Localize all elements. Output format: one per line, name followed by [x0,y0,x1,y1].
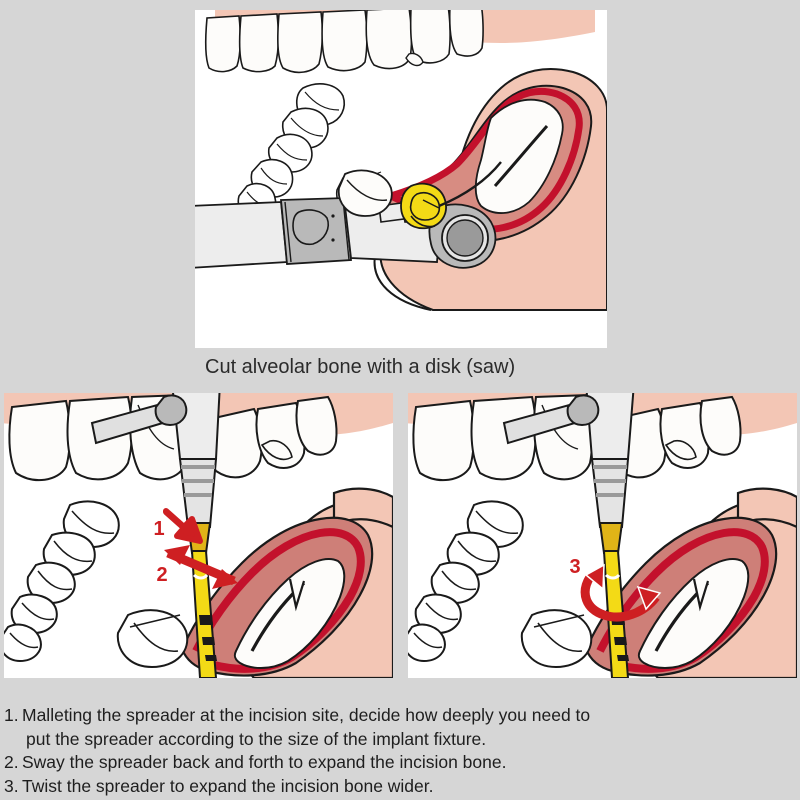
marker-arrow-1 [163,508,203,544]
step-text-2-line1: Sway the spreader back and forth to expa… [22,752,507,772]
step-item-1: 1.Malleting the spreader at the incision… [4,704,590,728]
step-text-1-line2: put the spreader according to the size o… [26,728,487,749]
step-number-3: 3. [4,775,19,796]
top-illustration-svg [195,10,607,348]
dental-handpiece-right [502,393,635,528]
lower-left-teeth-right-panel [408,500,593,669]
step-number-2: 2. [4,752,19,772]
upper-teeth [204,10,484,74]
step-text-1-line1: Malleting the spreader at the incision s… [22,705,591,725]
dental-handpiece-left [90,393,221,528]
panel-bottom-right-illustration: 3 [408,393,797,678]
steps-list: 1.Malleting the spreader at the incision… [0,702,800,800]
step-text-3-line1: Twist the spreader to expand the incisio… [22,775,434,796]
bottom-left-illustration-svg: 1 2 [4,393,393,678]
step-item-2: 2.Sway the spreader back and forth to ex… [4,751,506,775]
caption-top: Cut alveolar bone with a disk (saw) [205,356,516,378]
marker-label-1: 1 [153,518,164,540]
panel-top-illustration [195,10,607,348]
marker-arrow-2 [164,545,238,589]
disk-saw [400,182,447,230]
step-item-3: 3.Twist the spreader to expand the incis… [4,775,434,799]
step-number-1: 1. [4,705,19,725]
marker-arrow-3 [580,563,662,622]
panel-bottom-left-illustration: 1 2 [4,393,393,678]
marker-label-2: 2 [156,564,167,586]
lower-left-teeth-panel [4,500,189,669]
bottom-right-illustration-svg: 3 [408,393,797,678]
marker-label-3: 3 [569,556,580,578]
